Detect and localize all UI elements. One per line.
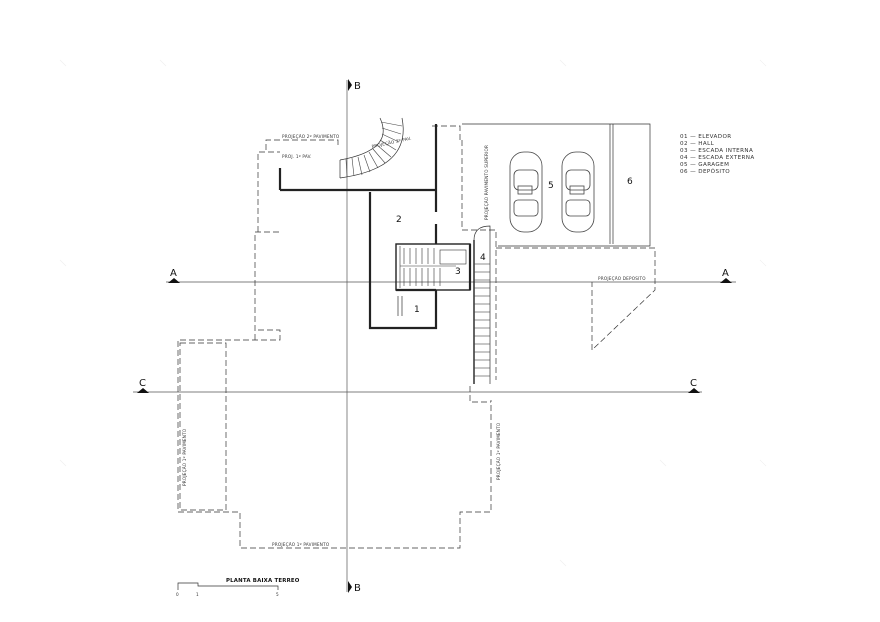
section-label-a-right: A [722,268,729,279]
section-label-b-bottom: B [354,583,361,594]
room-number-3: 3 [455,267,461,277]
room-number-1: 1 [414,305,420,315]
curved-stair [339,117,404,179]
scale-label: 1 [196,592,199,597]
annotation-proj-2-pav: PROJEÇÃO 2º PAVIMENTO [282,134,340,139]
section-label-c-left: C [139,378,146,389]
room-number-5: 5 [548,181,554,191]
section-axis-b [346,79,352,593]
car-icon [561,151,595,233]
annotation-proj-1-pav-bottom: PROJEÇÃO 1º PAVIMENTO [272,542,330,547]
room-number-4: 4 [480,253,486,263]
annotation-proj-1-pav-short: PROJ. 1º PAV. [282,154,312,159]
section-axis-a [166,278,736,283]
legend: 01 — ELEVADOR 02 — HALL 03 — ESCADA INTE… [680,134,755,175]
car-icon [509,151,543,233]
annotation-proj-deposito: PROJEÇÃO DEPOSITO [598,276,646,281]
scale-label: 5 [276,592,279,597]
internal-stair [399,246,467,288]
drawing-title: PLANTA BAIXA TERREO [226,578,300,584]
annotation-proj-1-pav-left: PROJEÇÃO 1º PAVIMENTO [182,428,187,486]
background-pattern [59,59,767,567]
scale-label: 0 [176,592,179,597]
legend-item: 05 — GARAGEM [680,162,729,168]
legend-item: 01 — ELEVADOR [680,134,732,140]
section-axis-c [133,388,702,393]
room-number-2: 2 [396,215,402,225]
annotation-proj-1-pav-right: PROJEÇÃO 1º PAVIMENTO [496,422,501,480]
legend-item: 02 — HALL [680,141,715,147]
external-stair [473,225,491,384]
legend-item: 03 — ESCADA INTERNA [680,148,753,154]
section-label-a-left: A [170,268,177,279]
legend-item: 04 — ESCADA EXTERNA [680,155,755,161]
annotation-proj-pav-superior: PROJEÇÃO PAVIMENTO SUPERIOR [484,145,489,220]
scale-bar: 0 1 5 [176,582,279,597]
section-label-b-top: B [354,81,361,92]
legend-item: 06 — DEPÓSITO [680,168,730,175]
projection-outlines [177,125,656,549]
room-number-6: 6 [627,177,633,187]
walls [278,123,651,330]
section-label-c-right: C [690,378,697,389]
